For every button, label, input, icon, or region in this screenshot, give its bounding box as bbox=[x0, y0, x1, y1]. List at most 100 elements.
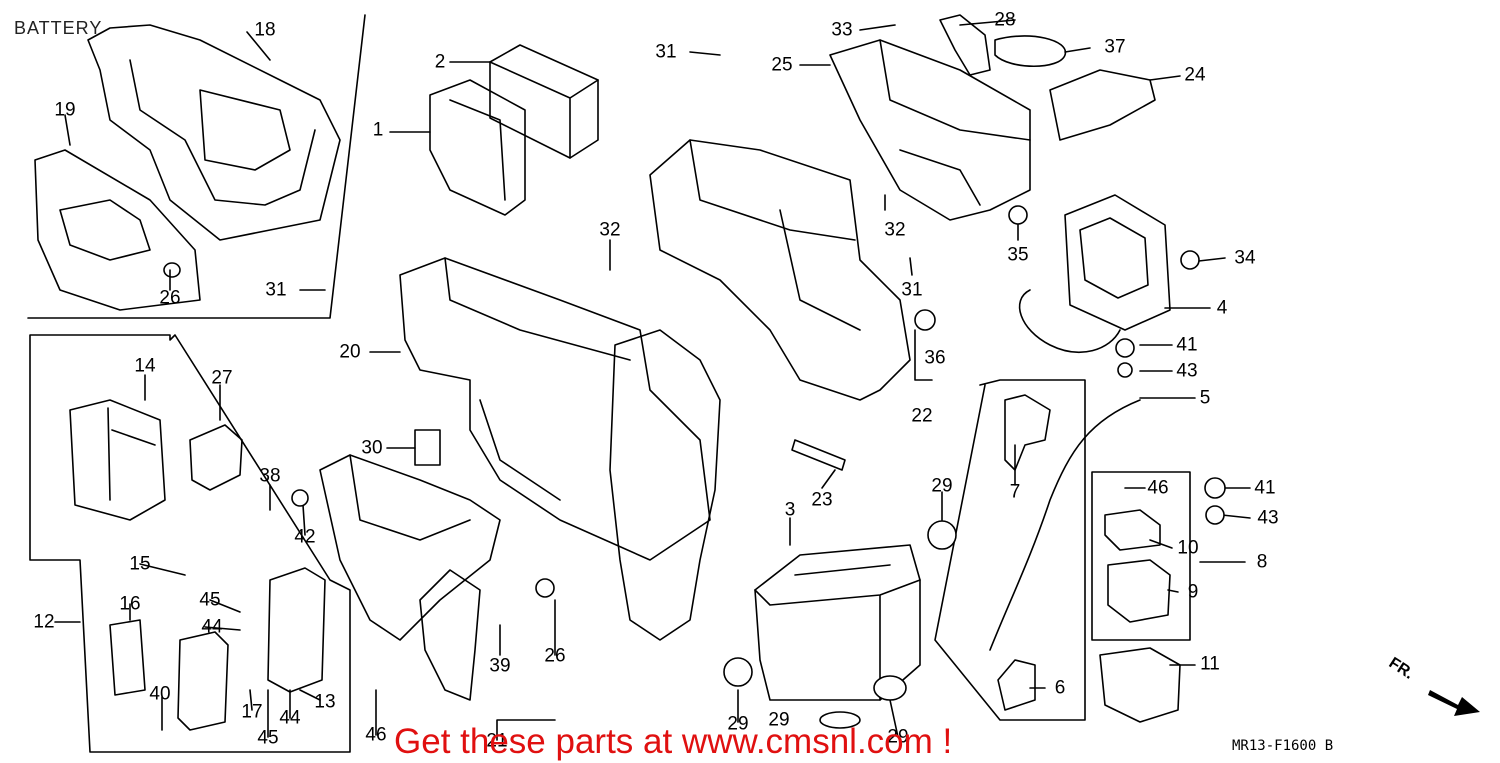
part-callout-38: 38 bbox=[259, 465, 281, 487]
part-callout-20: 20 bbox=[339, 341, 361, 363]
part-6-cover bbox=[997, 659, 1036, 711]
part-29-grommet bbox=[819, 711, 861, 729]
part-callout-25: 25 bbox=[771, 54, 793, 76]
fr-arrow bbox=[1428, 690, 1480, 716]
part-callout-32: 32 bbox=[599, 219, 621, 241]
part-callout-33: 33 bbox=[831, 19, 853, 41]
part-callout-7: 7 bbox=[1009, 481, 1021, 503]
part-41-nut bbox=[1115, 338, 1135, 358]
part-28-clip bbox=[939, 14, 991, 76]
part-19-bracket bbox=[34, 149, 201, 311]
part-callout-41: 41 bbox=[1176, 334, 1198, 356]
part-callout-13: 13 bbox=[314, 691, 336, 713]
part-callout-28: 28 bbox=[994, 9, 1016, 31]
part-callout-15: 15 bbox=[129, 553, 151, 575]
part-callout-37: 37 bbox=[1104, 36, 1126, 58]
lower-bracket bbox=[319, 454, 501, 641]
part-callout-17: 17 bbox=[241, 701, 263, 723]
part-10-relay bbox=[1104, 509, 1161, 551]
part-1-cover bbox=[429, 79, 526, 216]
part-11-cover bbox=[1099, 647, 1181, 723]
part-37-strap bbox=[994, 35, 1066, 68]
diagram-code: MR13-F1600 B bbox=[1232, 738, 1334, 754]
part-43-washer bbox=[1117, 362, 1133, 378]
part-callout-39: 39 bbox=[489, 655, 511, 677]
part-callout-41: 41 bbox=[1254, 477, 1276, 499]
part-25-bracket bbox=[829, 39, 1031, 221]
part-34-grommet bbox=[1180, 250, 1200, 270]
diagram-title: BATTERY bbox=[14, 18, 103, 38]
part-callout-32: 32 bbox=[884, 219, 906, 241]
part-4-regulator bbox=[1064, 194, 1171, 331]
part-27-cover bbox=[189, 424, 243, 491]
part-callout-16: 16 bbox=[119, 593, 141, 615]
part-callout-10: 10 bbox=[1177, 537, 1199, 559]
part-callout-43: 43 bbox=[1257, 507, 1279, 529]
part-callout-22: 22 bbox=[911, 405, 933, 427]
part-callout-3: 3 bbox=[784, 499, 796, 521]
part-callout-18: 18 bbox=[254, 19, 276, 41]
part-callout-29: 29 bbox=[887, 726, 909, 748]
part-26-collar bbox=[535, 578, 555, 598]
part-callout-34: 34 bbox=[1234, 247, 1256, 269]
part-callout-31: 31 bbox=[655, 41, 677, 63]
part-callout-36: 36 bbox=[924, 347, 946, 369]
part-21-shield bbox=[609, 329, 721, 641]
frame-relay bbox=[1091, 471, 1191, 641]
part-callout-14: 14 bbox=[134, 355, 156, 377]
part-41-nut bbox=[1204, 477, 1226, 499]
part-14-fusebox bbox=[69, 399, 166, 521]
promo-link[interactable]: Get these parts at www.cmsnl.com ! bbox=[394, 722, 953, 761]
part-callout-31: 31 bbox=[265, 279, 287, 301]
part-29-grommet bbox=[873, 675, 907, 701]
part-callout-29: 29 bbox=[931, 475, 953, 497]
part-callout-12: 12 bbox=[33, 611, 55, 633]
part-callout-46: 46 bbox=[365, 724, 387, 746]
part-callout-44: 44 bbox=[201, 616, 223, 638]
part-callout-26: 26 bbox=[544, 645, 566, 667]
part-callout-27: 27 bbox=[211, 367, 233, 389]
part-13-fusebox bbox=[267, 567, 326, 693]
part-15-cover bbox=[177, 631, 229, 731]
part-callout-26: 26 bbox=[159, 287, 181, 309]
part-3-battery bbox=[754, 544, 921, 701]
part-callout-43: 43 bbox=[1176, 360, 1198, 382]
part-16-plate bbox=[109, 619, 146, 696]
part-42-washer bbox=[291, 489, 309, 507]
part-callout-1: 1 bbox=[372, 119, 384, 141]
part-2-module bbox=[489, 44, 599, 159]
part-callout-45: 45 bbox=[199, 589, 221, 611]
part-callout-9: 9 bbox=[1187, 581, 1199, 603]
part-callout-35: 35 bbox=[1007, 244, 1029, 266]
part-callout-4: 4 bbox=[1216, 297, 1228, 319]
part-callout-40: 40 bbox=[149, 683, 171, 705]
part-callout-30: 30 bbox=[361, 437, 383, 459]
frame-lower-left bbox=[29, 334, 351, 753]
part-22-case bbox=[649, 139, 911, 401]
part-7-cover bbox=[1004, 394, 1051, 471]
part-callout-45: 45 bbox=[257, 727, 279, 749]
part-30-label bbox=[414, 429, 441, 466]
part-20-tray bbox=[399, 257, 711, 561]
part-36-collar bbox=[914, 309, 936, 331]
part-43-washer bbox=[1205, 505, 1225, 525]
part-callout-31: 31 bbox=[901, 279, 923, 301]
part-callout-8: 8 bbox=[1256, 551, 1268, 573]
part-callout-2: 2 bbox=[434, 51, 446, 73]
part-29-grommet bbox=[927, 520, 957, 550]
part-callout-24: 24 bbox=[1184, 64, 1206, 86]
part-callout-44: 44 bbox=[279, 707, 301, 729]
part-callout-23: 23 bbox=[811, 489, 833, 511]
part-29-grommet bbox=[723, 657, 753, 687]
frame-top-left bbox=[27, 14, 366, 319]
part-callout-5: 5 bbox=[1199, 387, 1211, 409]
part-21-lower bbox=[419, 569, 481, 701]
part-callout-19: 19 bbox=[54, 99, 76, 121]
part-callout-21: 21 bbox=[486, 730, 508, 752]
part-callout-42: 42 bbox=[294, 526, 316, 548]
part-35-grommet bbox=[1008, 205, 1028, 225]
part-callout-11: 11 bbox=[1200, 653, 1220, 675]
part-callout-29: 29 bbox=[768, 709, 790, 731]
